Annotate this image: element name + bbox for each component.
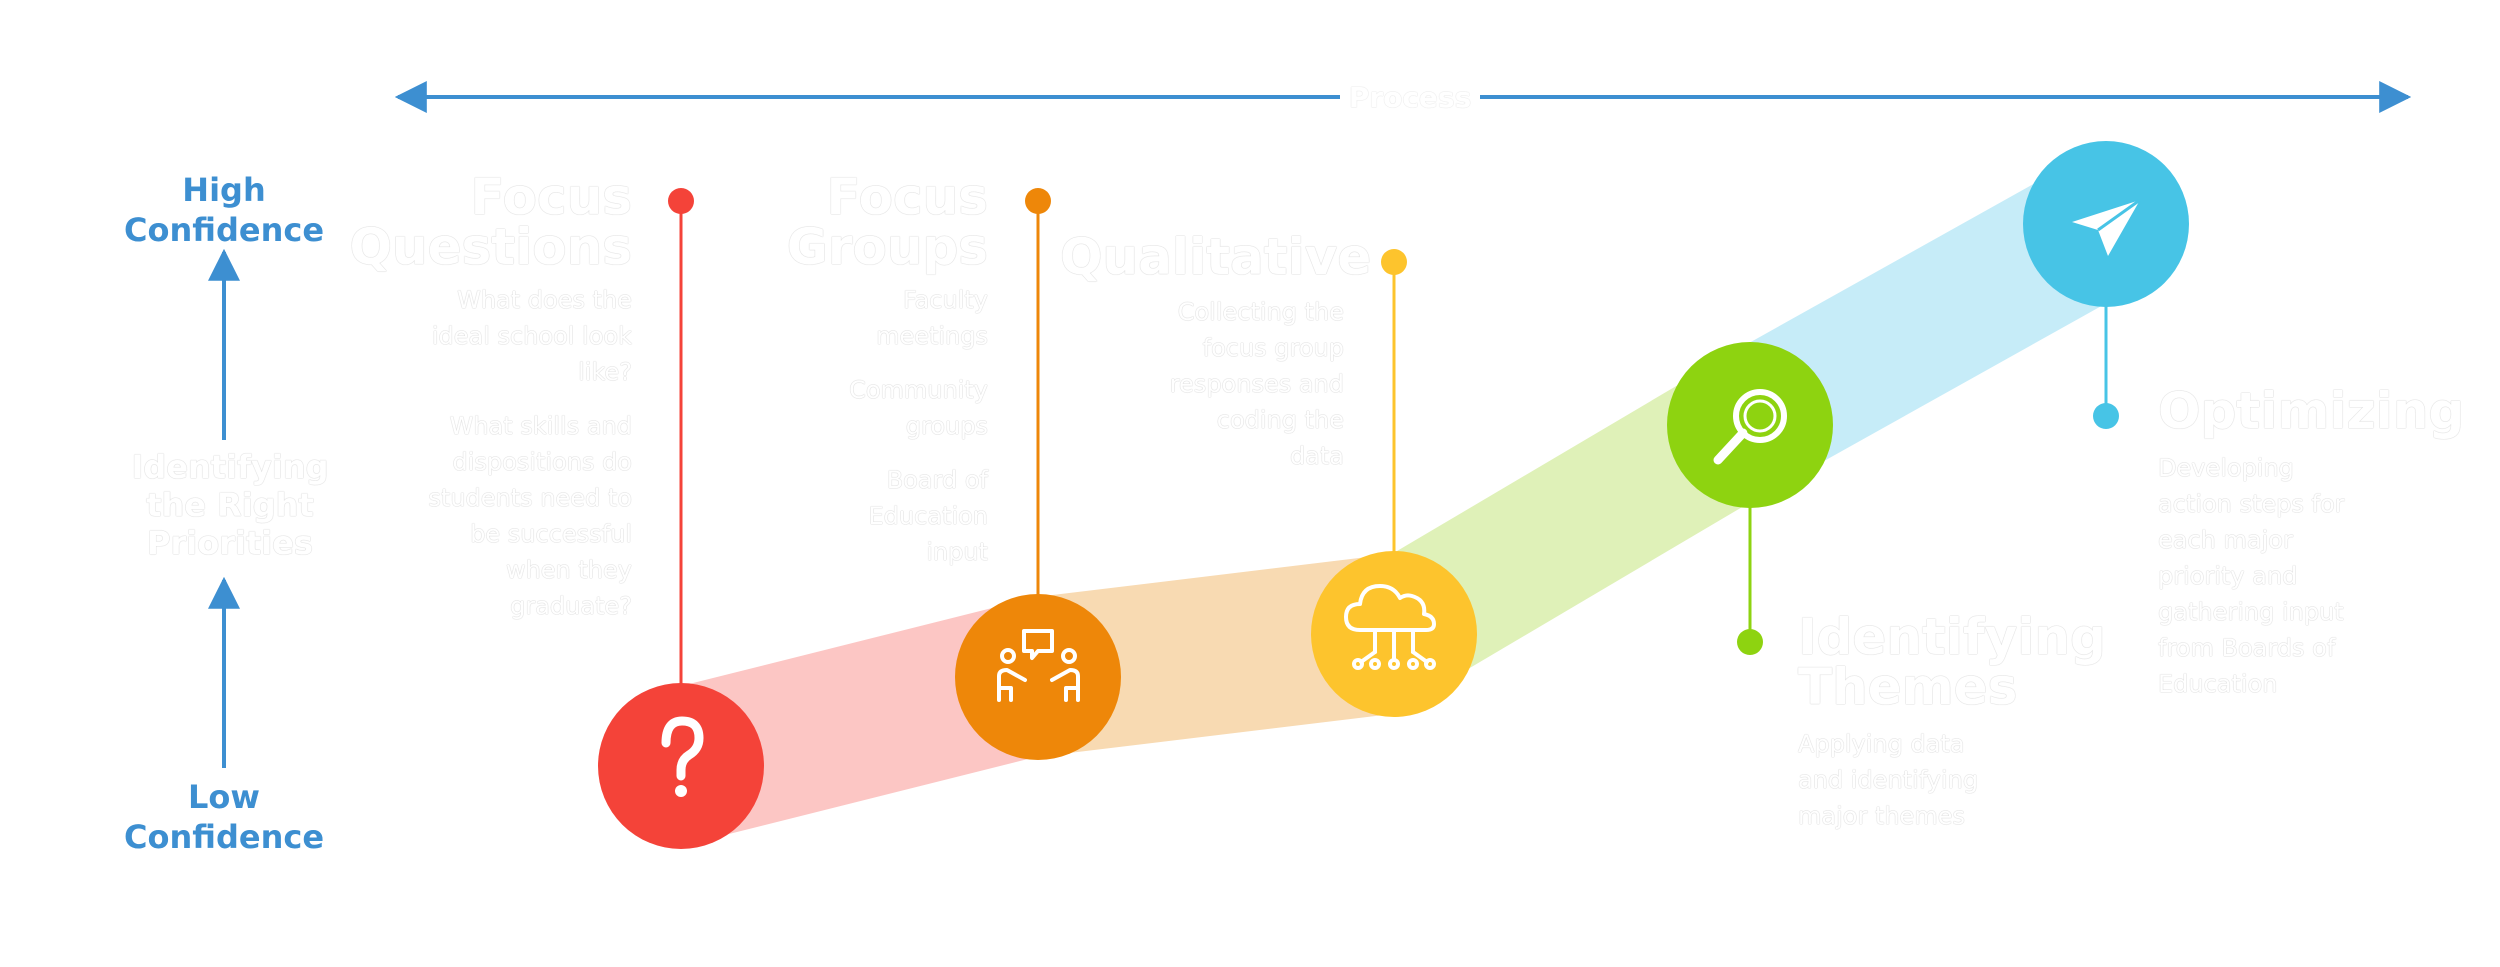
connector-dot-5	[2093, 403, 2119, 429]
low-confidence-line-2: Confidence	[123, 818, 325, 856]
step-5-title-line-1: Optimizing	[2158, 382, 2465, 440]
step-2-item-1: Faculty meetings	[876, 286, 988, 350]
step-1-title-line-1: Focus	[470, 168, 632, 226]
step-3-description: Collecting the focus group responses and…	[1160, 294, 1344, 492]
step-5-description: Developing action steps for each major p…	[2158, 450, 2358, 720]
step-circle-2	[955, 594, 1121, 760]
identifying-priorities-label: Identifying the Right Priorities	[120, 448, 340, 562]
connector-dot-4	[1737, 629, 1763, 655]
priorities-line-1: Identifying	[131, 448, 329, 486]
step-5-title: Optimizing	[2158, 382, 2465, 440]
band-green	[1392, 343, 1749, 714]
step-2-title: Focus Groups	[760, 172, 988, 272]
step-2-item-3: Board of Education input	[868, 466, 988, 566]
band-blue	[1749, 144, 2105, 503]
priorities-line-2: the Right	[146, 486, 314, 524]
high-confidence-label: High Confidence	[114, 170, 334, 250]
low-confidence-label: Low Confidence	[114, 777, 334, 857]
process-label: Process	[1340, 80, 1480, 116]
step-4-title-line-2: Themes	[1798, 658, 2018, 716]
step-2-title-line-2: Groups	[786, 218, 988, 276]
step-4-description: Applying data and identifying major them…	[1798, 726, 1998, 852]
band-orange	[1036, 554, 1392, 757]
step-5-item-1: Developing action steps for each major p…	[2158, 454, 2345, 698]
cloud-network-icon	[1344, 584, 1436, 670]
discussion-icon	[997, 629, 1080, 702]
high-confidence-line-2: Confidence	[123, 211, 325, 249]
high-confidence-line-1: High	[182, 171, 266, 209]
paper-plane-icon	[2072, 198, 2141, 256]
step-3-item-1: Collecting the focus group responses and…	[1169, 298, 1344, 470]
connector-dot-3	[1381, 249, 1407, 275]
low-confidence-line-1: Low	[188, 778, 260, 816]
step-4-item-1: Applying data and identifying major them…	[1798, 730, 1979, 830]
step-1-description: What does the ideal school look like? Wh…	[420, 282, 632, 642]
priorities-line-3: Priorities	[147, 524, 313, 562]
step-2-description: Faculty meetings Community groups Board …	[820, 282, 988, 588]
step-2-title-line-1: Focus	[826, 168, 988, 226]
connector-dot-2	[1025, 188, 1051, 214]
step-4-title-line-1: Identifying	[1798, 608, 2106, 666]
step-1-title-line-2: Questions	[349, 218, 632, 276]
band-red	[681, 597, 1036, 846]
magnifier-icon	[1713, 389, 1787, 465]
step-1-title: Focus Questions	[340, 172, 632, 272]
step-1-item-2: What skills and dispositions do students…	[428, 412, 632, 620]
connector-dot-1	[668, 188, 694, 214]
step-1-item-1: What does the ideal school look like?	[431, 286, 632, 386]
step-4-title: Identifying Themes	[1798, 608, 2106, 716]
step-circle-4	[1667, 342, 1833, 508]
question-mark-icon	[661, 716, 704, 797]
step-2-item-2: Community groups	[849, 376, 988, 440]
step-3-title: Qualitative	[1060, 228, 1372, 286]
step-3-title-line-1: Qualitative	[1060, 228, 1372, 286]
